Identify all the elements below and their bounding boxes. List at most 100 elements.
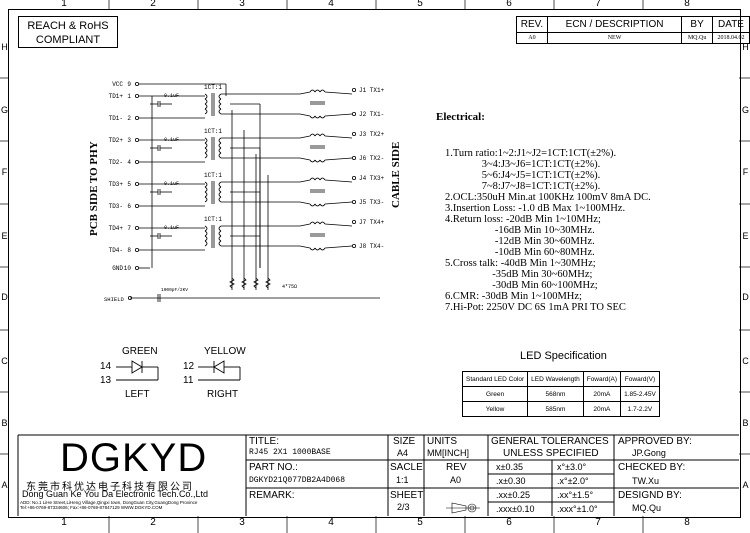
electrical-line: 2.OCL:350uH Min.at 100KHz 100mV 8mA DC.: [445, 192, 651, 203]
coil: [218, 196, 222, 203]
tolerance-cell: x°±3.0°: [557, 462, 587, 472]
pin-label: J6 TX2-: [359, 155, 384, 162]
title-value: RJ45 2X1 1000BASE: [249, 448, 331, 457]
column-number: 4: [328, 517, 334, 528]
pin-label: TD2+: [109, 137, 124, 144]
wire: [299, 91, 311, 95]
wire: [299, 245, 311, 249]
choke-coil: [314, 89, 321, 93]
size-value: A4: [397, 448, 409, 458]
electrical-line: 3.Insertion Loss: -1.0 dB Max 1~100MHz.: [445, 203, 626, 214]
row-letter: G: [0, 105, 8, 115]
electrical-line: -35dB Min 30~60MHz;: [445, 269, 593, 280]
pin-terminal: [127, 295, 132, 300]
wire: [324, 113, 353, 117]
ratio-label: 1CT:1: [204, 84, 222, 91]
pin-label: J7 TX4+: [359, 219, 385, 226]
coil: [218, 93, 222, 100]
row-letter: B: [1, 418, 8, 428]
row-letter: C: [742, 356, 749, 366]
part-no-value: DGKYD21Q077DB2A4D068: [249, 476, 346, 485]
choke-coil: [309, 177, 316, 181]
resistor-label: 4*75Ω: [282, 284, 297, 290]
choke-coil: [314, 115, 321, 119]
row-letter: C: [1, 356, 8, 366]
approved-value: JP.Gong: [632, 448, 666, 458]
row-letter: D: [742, 292, 749, 302]
size-label: SIZE: [393, 436, 416, 447]
sheet-value: 2/3: [397, 502, 410, 512]
wire: [324, 157, 353, 161]
resistor: [253, 277, 259, 289]
yellow-led-position: RIGHT: [207, 389, 239, 400]
pin-label: TD1-: [109, 115, 123, 122]
coil: [218, 186, 222, 193]
row-letter: H: [742, 42, 749, 52]
coil: [204, 108, 208, 115]
pin-terminal: [134, 94, 139, 99]
coil: [218, 225, 222, 232]
rev-date-value: 2018.04.02: [712, 32, 750, 44]
green-led-position: LEFT: [125, 389, 150, 400]
choke-coil: [319, 247, 326, 251]
row-letter: A: [1, 480, 8, 490]
choke-coil: [319, 115, 326, 119]
choke-coil: [309, 89, 316, 93]
coil: [204, 98, 208, 105]
wire: [299, 157, 311, 161]
electrical-line: -12dB Min 30~60MHz.: [445, 236, 595, 247]
choke-coil: [314, 177, 321, 181]
electrical-line: 5.Cross talk: -40dB Min 1~30MHz;: [445, 258, 596, 269]
coil: [204, 191, 208, 198]
coil: [218, 230, 222, 237]
led-spec-table: Standard LED Color LED Wavelength Foward…: [461, 371, 660, 417]
led-cell: 20mA: [582, 401, 622, 417]
row-letter: F: [742, 167, 749, 177]
wire: [299, 223, 311, 227]
cap-label: 0.1uF: [164, 225, 179, 231]
tolerance-cell: .xxx±0.10: [496, 504, 535, 514]
pin-number: 3: [127, 137, 131, 144]
choke-coil: [314, 221, 321, 225]
wire: [324, 135, 353, 139]
shield-label: SHIELD: [104, 296, 125, 303]
coil: [218, 240, 222, 247]
column-number: 2: [150, 0, 156, 9]
electrical-line: 7.Hi-Pot: 2250V DC 6S 1mA PRI TO SEC: [445, 302, 626, 313]
pin-label: TD4-: [109, 247, 123, 254]
pin-terminal: [134, 82, 139, 87]
wire: [299, 113, 311, 117]
cap-label: 0.1uF: [164, 137, 179, 143]
pin-label: GND: [112, 265, 123, 272]
electrical-line: 7~8:J7~J8=1CT:1CT(±2%).: [445, 181, 601, 192]
ratio-label: 1CT:1: [204, 128, 222, 135]
row-letter: E: [742, 231, 749, 241]
choke-coil: [319, 203, 326, 207]
checked-label: CHECKED BY:: [618, 462, 686, 473]
sheet-label: SHEET: [390, 490, 424, 501]
coil: [218, 152, 222, 159]
compliance-line-2: COMPLIANT: [35, 34, 101, 46]
rev-label: REV: [446, 462, 467, 473]
ratio-label: 1CT:1: [204, 216, 222, 223]
pin-terminal: [351, 175, 356, 180]
choke-coil: [319, 133, 326, 137]
pin-terminal: [134, 265, 139, 270]
pin-number: 2: [127, 115, 131, 122]
green-led-label: GREEN: [122, 346, 158, 357]
address-line: ADD: No.1 LiHe Street,LiHeng Village,Qin…: [20, 500, 198, 505]
revision-table: REV. ECN / DESCRIPTION BY DATE A0 NEW MQ…: [516, 16, 750, 44]
pin-number: 8: [127, 247, 131, 254]
electrical-line: -16dB Min 10~30MHz.: [445, 225, 595, 236]
rev-by-value: MQ.Qu: [681, 32, 714, 44]
pin-terminal: [134, 225, 139, 230]
pin-label: J3 TX2+: [359, 131, 385, 138]
compliance-box: REACH & RoHS COMPLIANT: [18, 16, 118, 48]
wire: [324, 245, 353, 249]
pin-terminal: [351, 155, 356, 160]
choke-coil: [319, 159, 326, 163]
pin-number: 5: [127, 181, 131, 188]
coil: [218, 142, 222, 149]
tolerance-cell: .xx°±1.5°: [557, 490, 594, 500]
